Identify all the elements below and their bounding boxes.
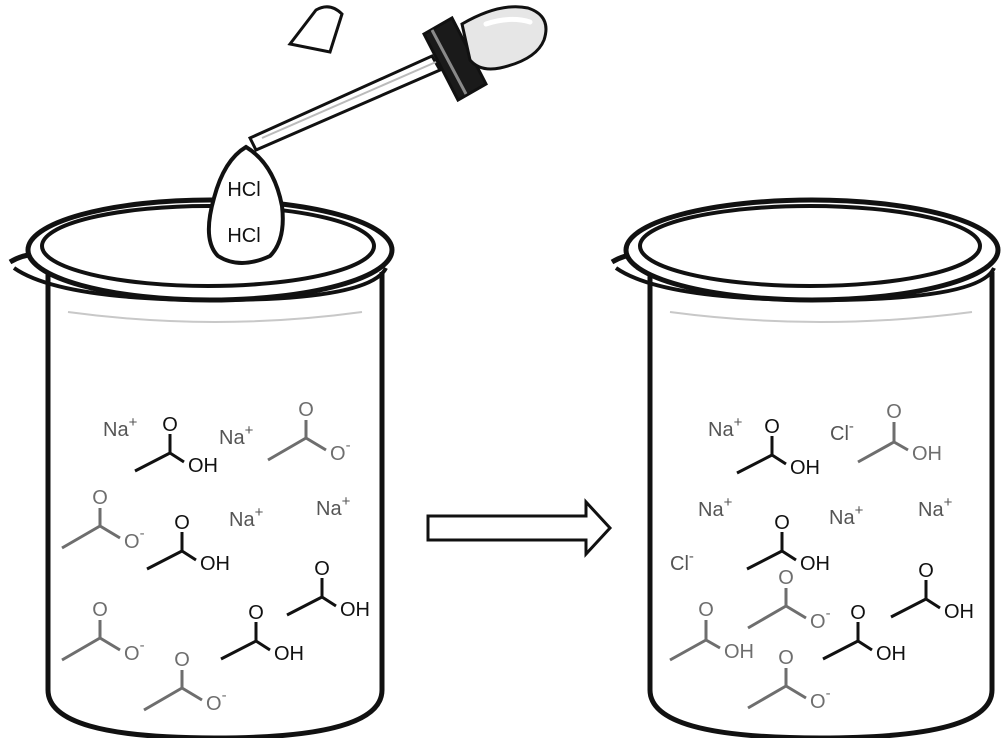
svg-text:O: O (778, 567, 794, 589)
svg-text:O: O (248, 602, 264, 624)
acetic-acid-molecule: O OH (286, 558, 370, 621)
acetate-ion: O O- (61, 599, 145, 665)
svg-text:OH: OH (200, 553, 230, 575)
acetate-ion: O O- (267, 399, 351, 465)
svg-text:OH: OH (724, 641, 754, 663)
svg-text:O: O (174, 649, 190, 671)
reaction-arrow-icon (426, 498, 613, 558)
svg-text:Cl-: Cl- (670, 548, 694, 575)
sodium-ion: Na+ (229, 504, 264, 531)
acetic-acid-molecule: O OH (890, 560, 974, 623)
svg-text:OH: OH (790, 457, 820, 479)
svg-text:Cl-: Cl- (830, 418, 854, 445)
sodium-ion: Na+ (708, 414, 743, 441)
svg-text:Na+: Na+ (229, 504, 264, 531)
svg-text:OH: OH (944, 601, 974, 623)
acetic-acid-molecule: O OH (220, 602, 304, 665)
beaker-after: Na+ Na+ Na+ Na+ Cl- Cl- O OH O OH (610, 197, 1001, 738)
svg-text:O: O (774, 512, 790, 534)
sodium-ion: Na+ (219, 422, 254, 449)
dropper: HCl HCl (206, 5, 548, 265)
acetic-acid-molecule: O OH (746, 512, 830, 575)
svg-text:O: O (314, 558, 330, 580)
svg-text:O: O (92, 487, 108, 509)
acetic-acid-molecule: O OH (134, 414, 218, 477)
acetic-acid-molecule: O OH (146, 512, 230, 575)
svg-text:OH: OH (876, 643, 906, 665)
svg-text:O: O (764, 416, 780, 438)
svg-text:Na+: Na+ (708, 414, 743, 441)
svg-text:O-: O- (206, 687, 227, 715)
svg-text:O: O (174, 512, 190, 534)
svg-text:OH: OH (188, 455, 218, 477)
sodium-ion: Na+ (103, 414, 138, 441)
svg-text:O: O (298, 399, 314, 421)
sodium-ion: Na+ (698, 494, 733, 521)
acetate-ion: O O- (61, 487, 145, 553)
acetic-acid-molecule: O OH (822, 602, 906, 665)
hcl-label: HCl (227, 179, 260, 201)
svg-text:O: O (850, 602, 866, 624)
acetate-ion: O O- (143, 649, 227, 715)
acetic-acid-molecule: O OH (857, 401, 942, 465)
beaker-icon (8, 197, 395, 738)
beaker-icon (610, 197, 1001, 738)
chloride-ion: Cl- (670, 548, 694, 575)
svg-text:O: O (698, 599, 714, 621)
acetate-ion: O O- (747, 567, 831, 633)
acetate-ion: O O- (747, 647, 831, 713)
svg-text:OH: OH (912, 443, 942, 465)
dropper-icon (247, 5, 548, 152)
svg-text:Na+: Na+ (698, 494, 733, 521)
svg-text:Na+: Na+ (829, 502, 864, 529)
acetic-acid-molecule: O OH (669, 599, 754, 663)
svg-text:O-: O- (810, 685, 831, 713)
svg-text:O: O (886, 401, 902, 423)
acetic-acid-molecule: O OH (736, 416, 820, 479)
svg-text:OH: OH (800, 553, 830, 575)
svg-text:Na+: Na+ (219, 422, 254, 449)
svg-text:O: O (778, 647, 794, 669)
sodium-ion: Na+ (316, 493, 351, 520)
sodium-ion: Na+ (918, 494, 953, 521)
svg-text:O-: O- (124, 637, 145, 665)
svg-text:O-: O- (330, 437, 351, 465)
chloride-ion: Cl- (830, 418, 854, 445)
svg-text:Na+: Na+ (316, 493, 351, 520)
svg-text:OH: OH (340, 599, 370, 621)
svg-text:Na+: Na+ (103, 414, 138, 441)
hcl-label: HCl (227, 225, 260, 247)
svg-text:Na+: Na+ (918, 494, 953, 521)
svg-text:OH: OH (274, 643, 304, 665)
hcl-drop: HCl HCl (206, 144, 285, 265)
svg-text:O: O (918, 560, 934, 582)
svg-text:O: O (92, 599, 108, 621)
svg-text:O-: O- (124, 525, 145, 553)
svg-text:O-: O- (810, 605, 831, 633)
beaker-before: Na+ Na+ Na+ Na+ O OH O OH O OH (8, 197, 395, 738)
sodium-ion: Na+ (829, 502, 864, 529)
svg-text:O: O (162, 414, 178, 436)
